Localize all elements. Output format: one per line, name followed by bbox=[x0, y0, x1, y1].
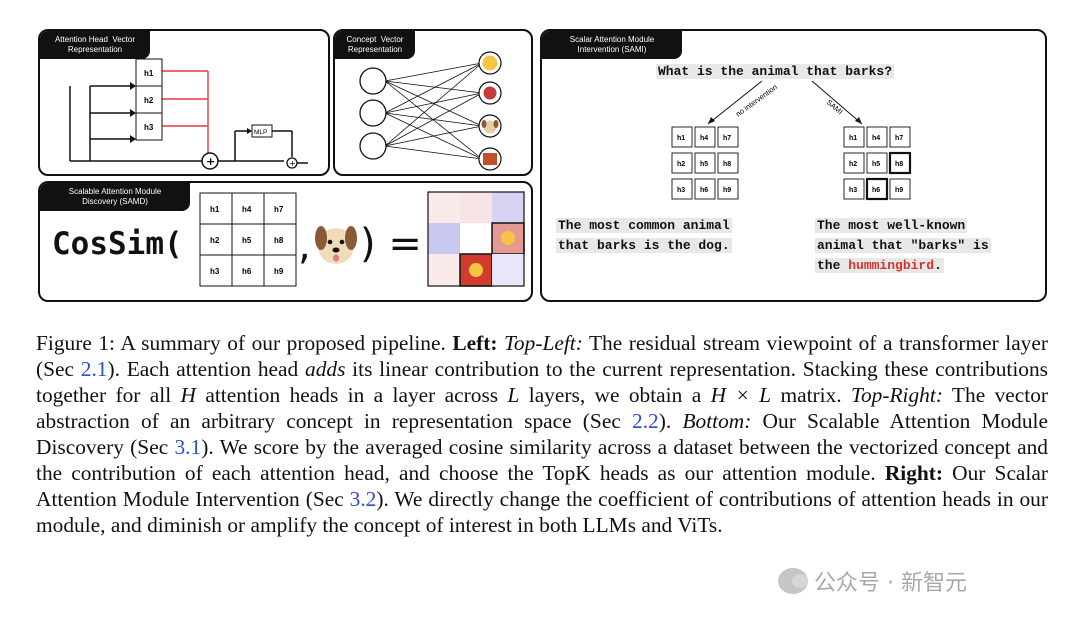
head-label: h2 bbox=[144, 96, 154, 105]
section-link[interactable]: 2.2 bbox=[632, 409, 659, 433]
residual-stream-diagram: h1 h2 h3 + MLP + bbox=[69, 58, 308, 170]
panel-tag: Attention Head Vector Representation bbox=[40, 31, 150, 59]
answer-no-intervention: The most common animal that barks is the… bbox=[556, 218, 732, 253]
head-label: h3 bbox=[144, 123, 154, 132]
grid-head-label: h8 bbox=[895, 161, 903, 168]
cossim-function: CosSim( bbox=[52, 226, 183, 262]
panel-tag: Scalar Attention Module Intervention (SA… bbox=[542, 31, 682, 59]
grid-head-label: h4 bbox=[700, 135, 708, 142]
grid-head-label: h9 bbox=[723, 187, 731, 194]
grid-head-label: h3 bbox=[677, 187, 685, 194]
residual-stream-panel: Attention Head Vector Representation h1 … bbox=[38, 29, 330, 176]
branch-label: no intervention bbox=[734, 82, 779, 118]
grid-head-label: h6 bbox=[872, 187, 880, 194]
grid-head-label: h2 bbox=[677, 161, 685, 168]
grid-head-label: h4 bbox=[872, 135, 880, 142]
hummingbird-word: hummingbird bbox=[848, 258, 935, 273]
question-text: What is the animal that barks? bbox=[656, 64, 895, 79]
panel-tag: Concept Vector Representation bbox=[335, 31, 415, 59]
grid-head-label: h1 bbox=[677, 135, 685, 142]
mlp-label: MLP bbox=[254, 129, 267, 136]
grid-head-label: h3 bbox=[849, 187, 857, 194]
watermark: 公众号 · 新智元 bbox=[778, 565, 967, 597]
abacus-icon bbox=[478, 147, 502, 171]
close-paren-equals: ) = bbox=[360, 221, 422, 267]
figure-caption: Figure 1: A summary of our proposed pipe… bbox=[36, 331, 1049, 537]
section-link[interactable]: 2.1 bbox=[80, 357, 108, 381]
heart-icon bbox=[478, 81, 502, 105]
section-link[interactable]: 3.1 bbox=[174, 435, 202, 459]
separator-comma: , bbox=[298, 223, 311, 269]
grid-head-label: h7 bbox=[723, 135, 731, 142]
concept-network-diagram bbox=[359, 51, 502, 171]
head-label: h1 bbox=[144, 69, 154, 78]
grid-head-label: h5 bbox=[872, 161, 880, 168]
grid-head-label: h8 bbox=[723, 161, 731, 168]
section-link[interactable]: 3.2 bbox=[349, 487, 377, 511]
grid-head-label: h6 bbox=[700, 187, 708, 194]
grid-head-label: h9 bbox=[895, 187, 903, 194]
concept-vector-panel: Concept Vector Representation bbox=[333, 29, 533, 176]
grid-head-label: h7 bbox=[895, 135, 903, 142]
grid-head-label: h5 bbox=[700, 161, 708, 168]
panel-tag: Scalable Attention Module Discovery (SAM… bbox=[40, 183, 190, 211]
add-node: + bbox=[289, 159, 296, 168]
thinking-face-icon bbox=[478, 51, 502, 75]
branch-label: SAMI bbox=[825, 98, 845, 117]
wechat-icon bbox=[778, 568, 808, 594]
sami-tree-diagram: no intervention SAMI h1 h4 h7 h2 h5 h8 h… bbox=[671, 80, 912, 201]
grid-head-label: h1 bbox=[849, 135, 857, 142]
answer-sami: The most well-known animal that "barks" … bbox=[815, 218, 991, 273]
add-node: + bbox=[206, 155, 215, 168]
grid-head-label: h2 bbox=[849, 161, 857, 168]
dog-face-icon bbox=[478, 114, 502, 138]
